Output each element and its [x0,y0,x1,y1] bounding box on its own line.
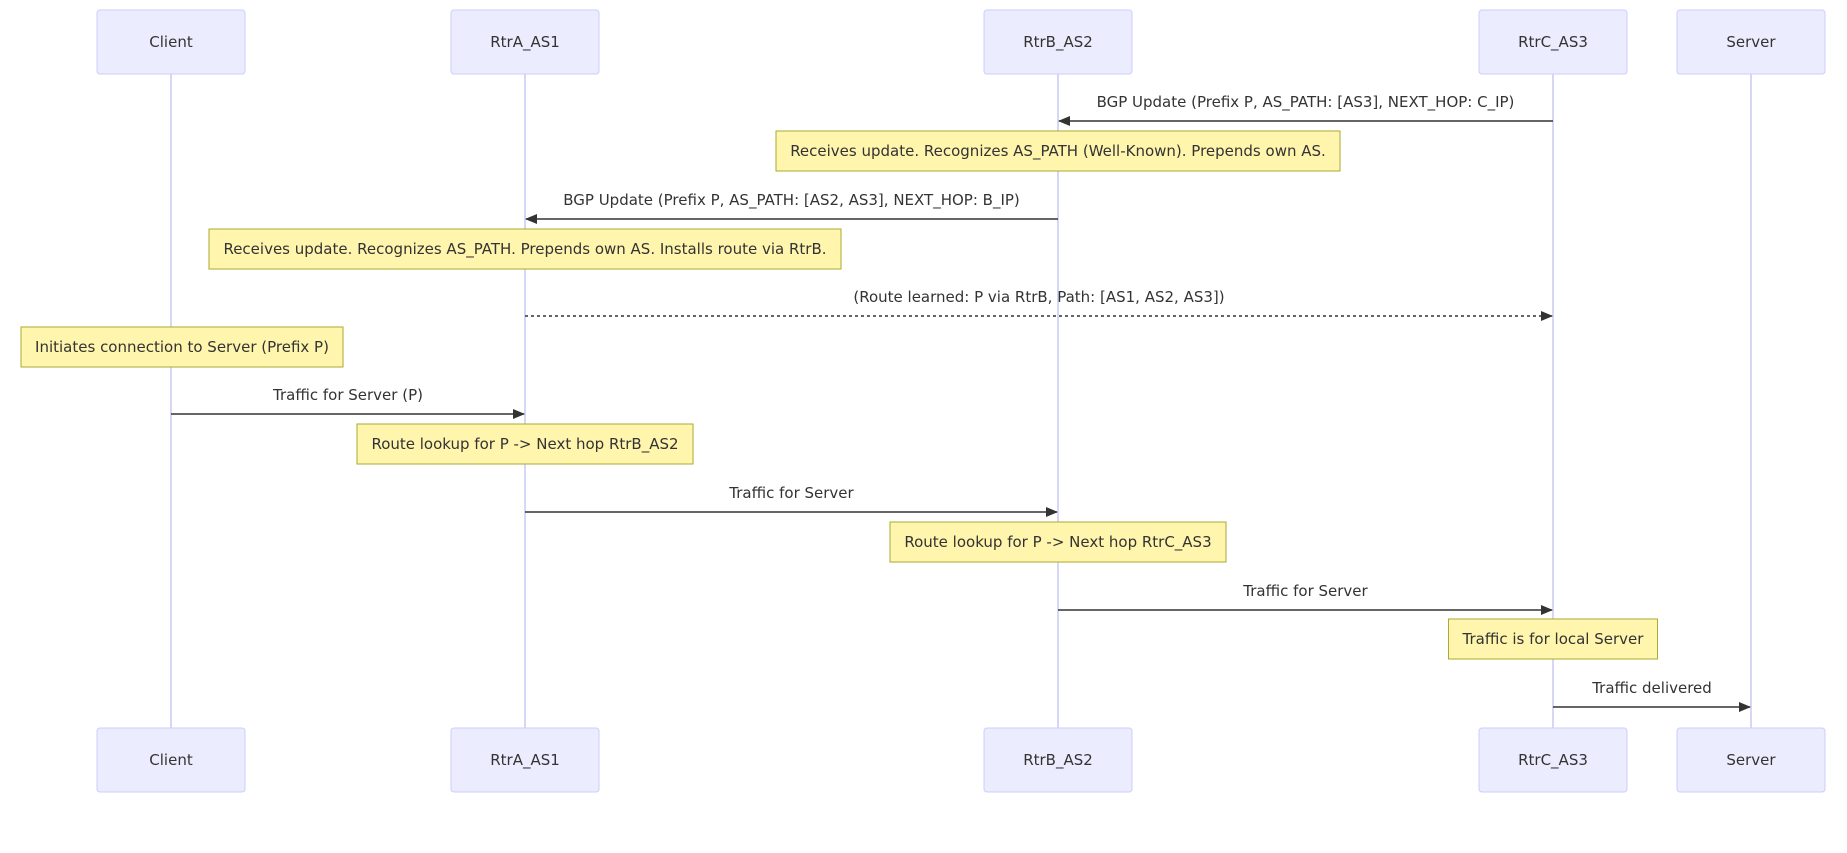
participant-box [450,9,600,75]
participant-label: Server [1726,33,1776,51]
message-5: (Route learned: P via RtrB, Path: [AS1, … [525,288,1553,321]
participant-box [1676,727,1826,793]
note-box [208,228,842,270]
note-12: Traffic is for local Server [1448,618,1658,660]
participant-top-rtrb-as2: RtrB_AS2 [983,9,1133,75]
message-label: BGP Update (Prefix P, AS_PATH: [AS3], NE… [1097,93,1515,112]
participant-label: Client [149,751,193,769]
participant-bottom-rtrb-as2: RtrB_AS2 [983,727,1133,793]
note-box [775,130,1341,172]
message-label: BGP Update (Prefix P, AS_PATH: [AS2, AS3… [563,191,1020,210]
note-label: Receives update. Recognizes AS_PATH (Wel… [790,142,1326,161]
note-box [1448,618,1658,660]
note-box [889,521,1227,563]
participant-box [983,9,1133,75]
note-6: Initiates connection to Server (Prefix P… [20,326,344,368]
participant-label: RtrC_AS3 [1518,33,1588,52]
note-label: Route lookup for P -> Next hop RtrB_AS2 [371,435,678,454]
actors-bottom: Client RtrA_AS1 RtrB_AS2 RtrC_AS3 Server [96,727,1826,793]
participant-box [1478,9,1628,75]
participant-top-rtrc-as3: RtrC_AS3 [1478,9,1628,75]
participant-box [1478,727,1628,793]
message-7: Traffic for Server (P) [171,386,525,419]
message-11: Traffic for Server [1058,582,1553,615]
participant-bottom-client: Client [96,727,246,793]
note-2: Receives update. Recognizes AS_PATH (Wel… [775,130,1341,172]
note-box [20,326,344,368]
participant-bottom-rtra-as1: RtrA_AS1 [450,727,600,793]
message-label: (Route learned: P via RtrB, Path: [AS1, … [853,288,1224,306]
note-label: Initiates connection to Server (Prefix P… [35,338,329,356]
participant-bottom-rtrc-as3: RtrC_AS3 [1478,727,1628,793]
participant-label: RtrC_AS3 [1518,751,1588,770]
participant-box [96,727,246,793]
message-1: BGP Update (Prefix P, AS_PATH: [AS3], NE… [1058,93,1553,126]
participant-label: Server [1726,751,1776,769]
participant-top-server: Server [1676,9,1826,75]
steps: BGP Update (Prefix P, AS_PATH: [AS3], NE… [20,93,1751,712]
note-label: Receives update. Recognizes AS_PATH. Pre… [223,240,826,259]
note-label: Route lookup for P -> Next hop RtrC_AS3 [904,533,1211,552]
message-label: Traffic for Server [728,484,854,502]
participant-label: RtrB_AS2 [1023,751,1093,770]
message-3: BGP Update (Prefix P, AS_PATH: [AS2, AS3… [525,191,1058,224]
note-4: Receives update. Recognizes AS_PATH. Pre… [208,228,842,270]
participant-box [450,727,600,793]
participant-box [96,9,246,75]
participant-label: RtrA_AS1 [490,33,560,52]
actors-top: Client RtrA_AS1 RtrB_AS2 RtrC_AS3 Server [96,9,1826,75]
message-label: Traffic delivered [1591,679,1712,697]
note-10: Route lookup for P -> Next hop RtrC_AS3 [889,521,1227,563]
participant-label: Client [149,33,193,51]
note-box [356,423,694,465]
participant-label: RtrB_AS2 [1023,33,1093,52]
participant-bottom-server: Server [1676,727,1826,793]
participant-box [1676,9,1826,75]
message-label: Traffic for Server (P) [272,386,423,404]
participant-top-rtra-as1: RtrA_AS1 [450,9,600,75]
message-label: Traffic for Server [1242,582,1368,600]
participant-box [983,727,1133,793]
message-9: Traffic for Server [525,484,1058,517]
participant-top-client: Client [96,9,246,75]
participant-label: RtrA_AS1 [490,751,560,770]
message-13: Traffic delivered [1553,679,1751,712]
note-8: Route lookup for P -> Next hop RtrB_AS2 [356,423,694,465]
note-label: Traffic is for local Server [1462,630,1645,648]
